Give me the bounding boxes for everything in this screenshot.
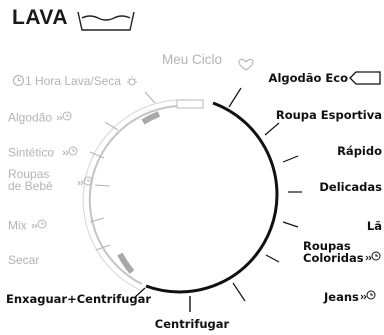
clock-icon <box>12 74 25 90</box>
program-enxaguar-centrifugar[interactable]: Enxaguar+Centrifugar <box>6 292 151 306</box>
washtub-icon <box>77 11 135 31</box>
program-1-hora-lava-seca[interactable]: 1 Hora Lava/Seca <box>12 74 140 90</box>
program-rapido[interactable]: Rápido <box>337 144 382 158</box>
program-label: Enxaguar+Centrifugar <box>6 292 152 306</box>
program-label: 1 Hora Lava/Seca <box>25 74 122 89</box>
program-label: Centrifugar <box>154 317 230 331</box>
program-la[interactable]: Lã <box>367 219 382 233</box>
dial-notch <box>176 99 204 109</box>
heart-icon <box>238 58 254 71</box>
dial-ring-active <box>145 101 279 294</box>
program-mix[interactable]: Mix <box>8 218 48 235</box>
timer-icon <box>55 110 73 127</box>
program-label: Sintético <box>8 145 55 160</box>
program-label: Meu Ciclo <box>161 52 223 67</box>
program-roupas-coloridas[interactable]: Roupas Coloridas <box>303 240 364 264</box>
program-delicadas[interactable]: Delicadas <box>319 180 382 194</box>
program-centrifugar[interactable]: Centrifugar <box>0 317 384 331</box>
program-meu-ciclo[interactable]: Meu Ciclo <box>0 52 384 67</box>
timer-icon <box>57 145 78 162</box>
timer-icon <box>359 289 377 306</box>
program-label-line2: de Bebê <box>8 179 53 193</box>
program-roupa-esportiva[interactable]: Roupa Esportiva <box>276 108 382 122</box>
program-label: Roupa Esportiva <box>275 108 382 122</box>
dial-ring-inactive <box>88 104 191 285</box>
program-sintetico[interactable]: Sintético <box>8 145 78 162</box>
program-algodao[interactable]: Algodão <box>8 110 73 127</box>
timer-icon <box>76 174 96 193</box>
sun-icon <box>124 74 140 90</box>
program-label: Delicadas <box>319 180 382 194</box>
program-label: Rápido <box>337 144 382 158</box>
timer-icon <box>30 218 48 235</box>
program-label-line2: Coloridas <box>303 251 364 265</box>
program-secar[interactable]: Secar <box>8 253 39 267</box>
program-jeans[interactable]: Jeans <box>324 289 377 306</box>
program-label: Secar <box>8 253 40 267</box>
program-label-line1: Roupas <box>303 239 351 253</box>
program-label: Lã <box>366 219 382 233</box>
program-algodao-eco[interactable]: Algodão Eco <box>269 71 348 85</box>
program-label: Algodão Eco <box>268 71 348 85</box>
program-label: Mix <box>8 218 27 233</box>
eco-tag-icon <box>349 71 381 85</box>
program-label-line1: Roupas <box>8 167 50 181</box>
program-label: Algodão <box>8 110 53 125</box>
page-title: LAVA <box>12 6 69 29</box>
timer-icon <box>364 249 382 268</box>
program-roupas-de-bebe[interactable]: Roupas de Bebê <box>8 168 53 192</box>
program-label: Jeans <box>324 290 359 304</box>
